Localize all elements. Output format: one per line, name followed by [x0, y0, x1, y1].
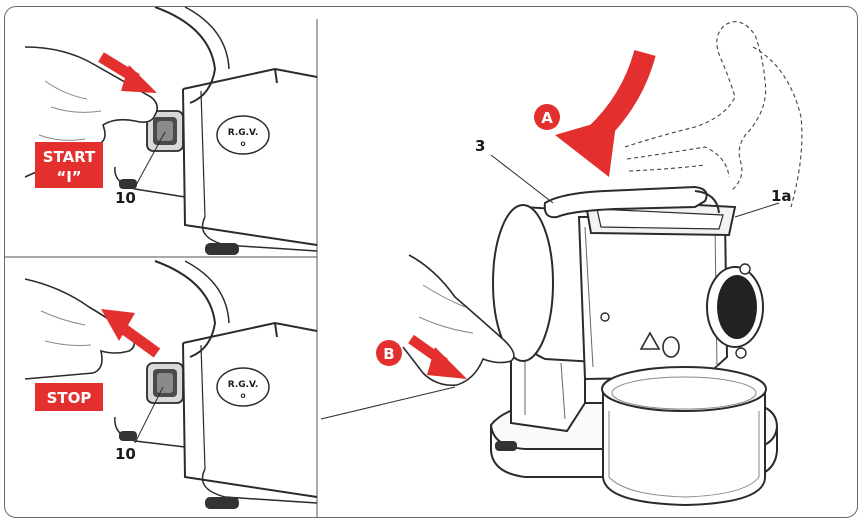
instruction-diagram: R.G.V. O 10 START “I” R.G: [5, 7, 803, 517]
release-arrow-icon: [101, 309, 161, 358]
stop-switch-button[interactable]: [146, 362, 184, 404]
marker-a-label: A: [541, 109, 553, 127]
marker-b: [376, 340, 402, 366]
housing-edge: [200, 90, 206, 218]
panel-stop: R.G.V. O 10 STOP: [24, 260, 318, 509]
start-badge-symbol: “I”: [56, 168, 81, 186]
press-arrow-icon: [98, 52, 157, 93]
stop-badge-label: STOP: [47, 389, 92, 407]
callout-10-bottom: 10: [115, 445, 136, 463]
base-foot: [205, 243, 239, 255]
zoom-line: [320, 386, 456, 420]
base-left-foot: [119, 179, 137, 189]
marker-b-label: B: [383, 345, 394, 363]
lever-handle[interactable]: [543, 185, 708, 219]
collection-bowl: [602, 387, 766, 507]
drum-outline: [154, 7, 217, 104]
hand-releasing-icon: [24, 278, 136, 380]
rgv-plate-text: R.G.V.: [228, 128, 259, 138]
rgv-plate: [216, 115, 270, 155]
panel-start: R.G.V. O 10 START “I”: [24, 7, 318, 255]
warning-triangle-icon: [639, 331, 661, 350]
start-switch-button[interactable]: [146, 110, 184, 152]
illustration-frame: R.G.V. O 10 START “I” R.G: [4, 6, 858, 518]
ghost-hand-icon: [624, 21, 767, 192]
marker-a: [534, 104, 560, 130]
stop-badge: [35, 383, 103, 411]
callout-10-top: 10: [115, 189, 136, 207]
start-badge: [35, 142, 103, 188]
lever-arrow-icon: [555, 49, 656, 177]
rgv-plate: [216, 367, 270, 407]
callout-1a: 1a: [771, 187, 792, 205]
callout-3: 3: [475, 137, 485, 155]
panel-machine: 3 1a A B: [320, 21, 803, 507]
circle-symbol-icon: [662, 336, 680, 358]
grating-housing: [577, 216, 729, 381]
push-arrow-icon: [408, 334, 467, 379]
start-badge-label: START: [43, 148, 96, 166]
svg-text:O: O: [240, 393, 245, 400]
drum-rim: [184, 7, 230, 70]
svg-text:O: O: [240, 141, 245, 148]
rgv-plate-text: R.G.V.: [228, 380, 259, 390]
